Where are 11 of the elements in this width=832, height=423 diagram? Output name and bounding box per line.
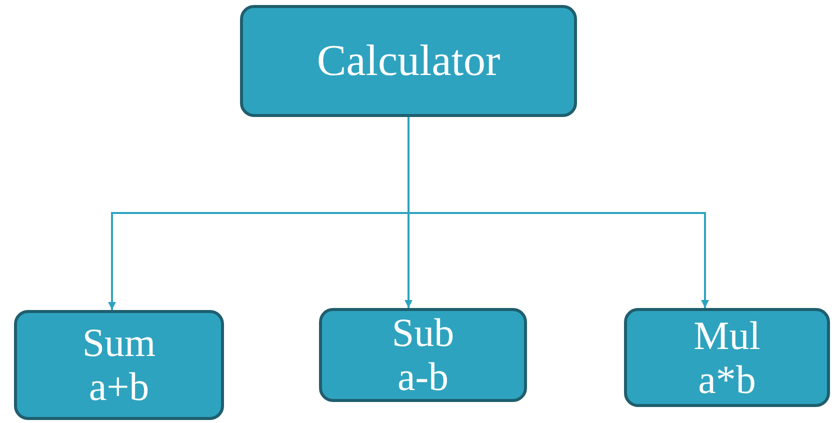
process-box xyxy=(319,308,527,402)
box-formula: a+b xyxy=(88,365,150,409)
box-title: Mul xyxy=(694,314,760,358)
box-formula: a*b xyxy=(698,358,756,402)
process-box xyxy=(240,5,577,117)
box-formula: a-b xyxy=(397,355,449,399)
box-title: Calculator xyxy=(316,36,500,86)
box-title: Sub xyxy=(392,311,454,355)
process-box xyxy=(624,308,830,407)
box-title: Sum xyxy=(82,321,156,365)
process-box xyxy=(14,310,224,420)
